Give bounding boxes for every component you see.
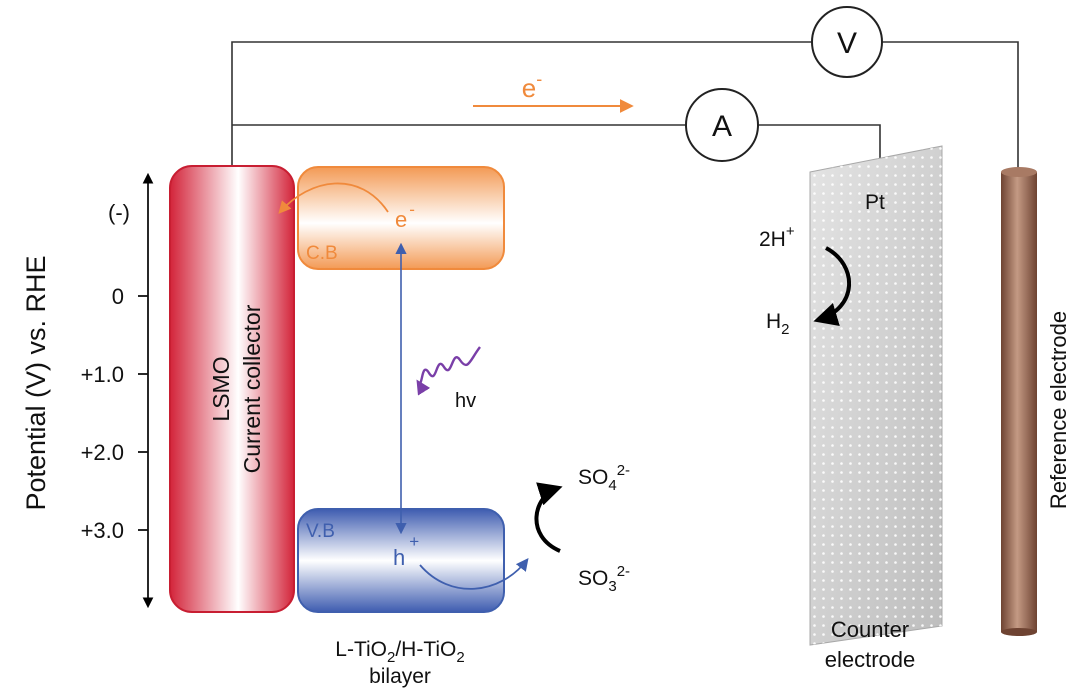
h-plus-label: 2H	[759, 228, 786, 251]
reference-electrode: Reference electrode	[1001, 167, 1071, 636]
reference-label: Reference electrode	[1046, 311, 1071, 509]
hole-transfer-arrow	[419, 558, 529, 590]
tick-label-0: 0	[112, 284, 124, 309]
svg-text:e-: e-	[522, 69, 542, 103]
bilayer-sub2: 2	[456, 649, 464, 666]
h2-sub: 2	[781, 321, 789, 338]
svg-text:H2: H2	[766, 310, 790, 338]
counter-label-line2: electrode	[825, 647, 916, 672]
lsmo-current-collector: LSMO Current collector	[169, 165, 295, 613]
cb-electron-sup: -	[409, 200, 415, 219]
svg-text:SO32-: SO32-	[578, 563, 630, 595]
lsmo-label: LSMO	[208, 356, 234, 421]
reduction-arrow	[813, 246, 852, 326]
tick-label-2: +2.0	[81, 440, 124, 465]
bilayer-label: L-TiO2/H-TiO2 bilayer	[335, 638, 464, 688]
vb-label: V.B	[306, 521, 335, 542]
bilayer-line2: bilayer	[369, 665, 431, 688]
svg-text:L-TiO2/H-TiO2: L-TiO2/H-TiO2	[335, 638, 464, 666]
valence-band: V.B h+	[297, 508, 529, 613]
photon-label: hv	[455, 390, 476, 412]
so3-sup: 2-	[617, 563, 630, 580]
ammeter: A	[685, 88, 759, 162]
so4-sup: 2-	[617, 462, 630, 479]
tick-label-minus: (-)	[108, 200, 130, 225]
so3-sub: 3	[608, 578, 616, 595]
pt-label: Pt	[865, 191, 885, 214]
so4-label: SO	[578, 466, 608, 489]
cb-electron: e	[395, 207, 407, 232]
vb-hole: h	[393, 545, 405, 570]
bilayer-sub1: 2	[387, 649, 395, 666]
axis-label: Potential (V) vs. RHE	[21, 255, 51, 510]
svg-text:SO42-: SO42-	[578, 462, 630, 494]
ammeter-label: A	[712, 110, 732, 143]
conduction-band: C.B e-	[278, 166, 505, 270]
electron-sup: -	[536, 69, 542, 89]
external-electron-flow: e-	[473, 69, 634, 113]
photon: hv	[416, 346, 481, 412]
bilayer-a: L-TiO	[335, 638, 387, 661]
current-collector-label: Current collector	[239, 304, 265, 473]
so4-sub: 4	[608, 477, 616, 494]
h2-label: H	[766, 310, 781, 333]
voltmeter-label: V	[837, 27, 857, 60]
counter-label-line1: Counter	[831, 617, 909, 642]
bilayer-b: /H-TiO	[395, 638, 456, 661]
oxidation-arrow	[534, 482, 563, 553]
tick-label-1: +1.0	[81, 362, 124, 387]
cb-label: C.B	[306, 243, 338, 264]
h-plus-sup: +	[786, 223, 795, 240]
voltmeter: V	[811, 6, 883, 78]
circuit-wires	[231, 41, 1019, 172]
svg-text:2H+: 2H+	[759, 223, 795, 251]
electron-label: e	[522, 73, 536, 103]
electron-transfer-arrow	[278, 182, 389, 214]
potential-axis: (-) 0 +1.0 +2.0 +3.0 Potential (V) vs. R…	[21, 172, 154, 609]
svg-text:e-: e-	[395, 200, 415, 232]
svg-text:h+: h+	[393, 532, 419, 570]
sulfite-oxidation: SO42- SO32-	[534, 462, 630, 595]
vb-hole-sup: +	[409, 532, 419, 551]
so3-label: SO	[578, 567, 608, 590]
tick-label-3: +3.0	[81, 518, 124, 543]
photon-wave-icon	[416, 346, 481, 396]
counter-electrode: Pt 2H+ H2 Counter electrode	[759, 145, 943, 672]
